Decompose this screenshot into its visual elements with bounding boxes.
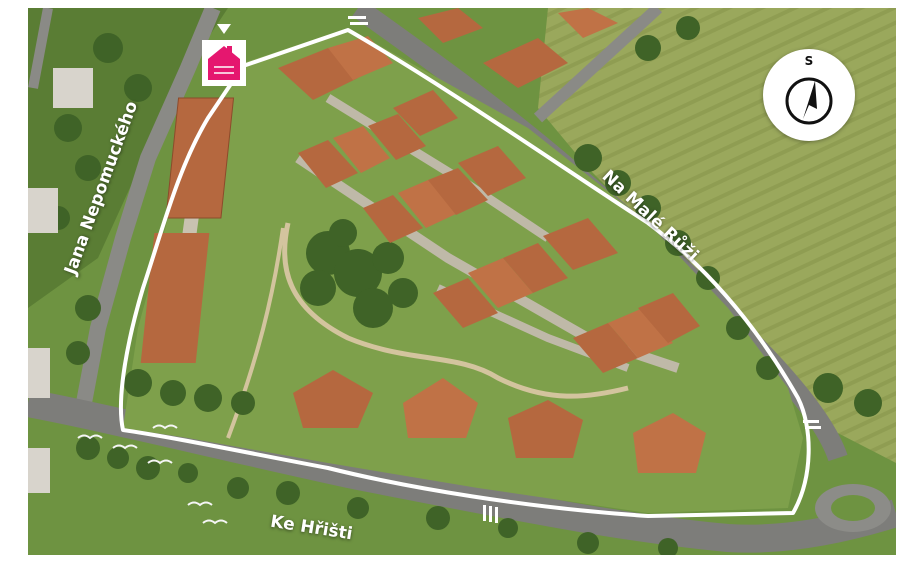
road-far-west (28, 8, 53, 89)
house-pin-icon[interactable] (200, 24, 248, 90)
compass-letter: S (804, 54, 814, 68)
road-north-east (533, 8, 663, 123)
road-jana-nepomuckeho (75, 8, 221, 410)
site-plan-map[interactable]: Jana Nepomuckého Na Malé Růži Ke Hřišti … (28, 8, 896, 555)
trees (46, 16, 882, 555)
central-park (300, 219, 418, 328)
site-boundary (118, 28, 811, 518)
birds (77, 424, 228, 525)
north-arrow-icon (785, 77, 833, 125)
aerial-scene (28, 8, 896, 555)
pin-pointer-icon (217, 24, 231, 34)
compass[interactable]: S (763, 49, 855, 141)
crosswalks (348, 16, 821, 523)
